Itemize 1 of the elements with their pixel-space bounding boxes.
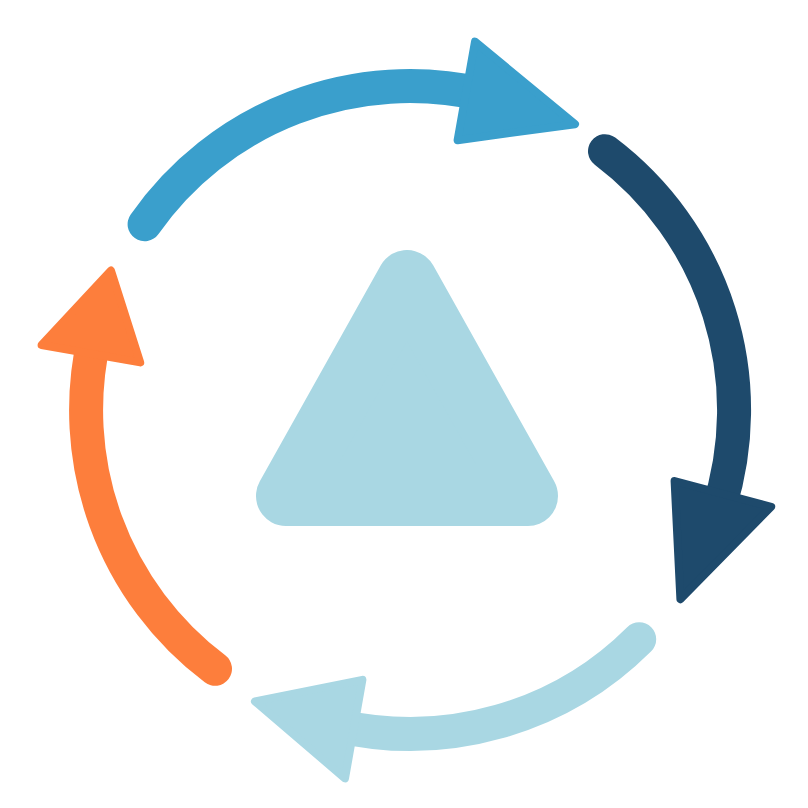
triangle-shape bbox=[256, 250, 558, 526]
